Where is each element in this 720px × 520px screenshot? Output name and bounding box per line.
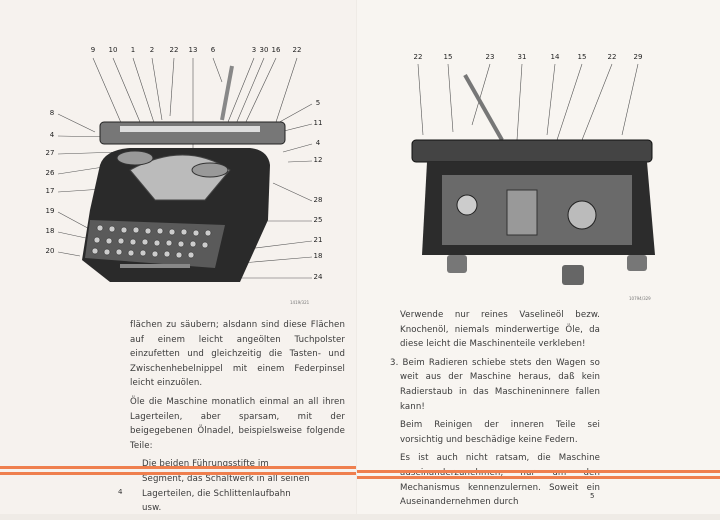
orange-rule bbox=[357, 476, 720, 479]
figure-label: 2 bbox=[149, 46, 155, 54]
figure-label: 22 bbox=[607, 53, 617, 61]
indented-list: Die beiden Führungsstifte im Segment, da… bbox=[142, 459, 310, 514]
left-page: 9 10 1 2 22 13 6 3 30 16 22 8 4 27 26 17… bbox=[0, 0, 356, 514]
figure-label: 28 bbox=[313, 196, 323, 204]
figure-label: 4 bbox=[49, 131, 55, 139]
figure-label: 6 bbox=[210, 46, 216, 54]
paragraph: 3. Beim Radieren schiebe stets den Wagen… bbox=[390, 357, 600, 412]
figure-label: 1 bbox=[130, 46, 136, 54]
figure-label: 24 bbox=[313, 273, 323, 281]
figure-label: 16 bbox=[271, 46, 281, 54]
typewriter-front-illustration bbox=[57, 57, 313, 282]
figure-label: 22 bbox=[169, 46, 179, 54]
figure-label: 18 bbox=[313, 252, 323, 260]
figure-label: 23 bbox=[485, 53, 495, 61]
figure-label: 4 bbox=[315, 139, 321, 147]
page-number: 5 bbox=[590, 492, 595, 500]
figure-label: 31 bbox=[517, 53, 527, 61]
figure-label: 19 bbox=[45, 207, 55, 215]
left-body-text: flächen zu säubern; alsdann sind diese F… bbox=[130, 318, 345, 520]
figure-label: 3 bbox=[251, 46, 257, 54]
typewriter-open-illustration bbox=[411, 63, 655, 285]
figure-label: 17 bbox=[45, 187, 55, 195]
figure-label: 12 bbox=[313, 156, 323, 164]
figure-label: 9 bbox=[90, 46, 96, 54]
figure-label: 10 bbox=[108, 46, 118, 54]
right-page: 22 15 23 31 14 15 22 29 10794/329 Verwen… bbox=[357, 0, 720, 514]
figure-label: 15 bbox=[443, 53, 453, 61]
figure-label: 5 bbox=[315, 99, 321, 107]
figure-label: 29 bbox=[633, 53, 643, 61]
figure-caption: 1419/321 bbox=[290, 300, 310, 305]
figure-label: 27 bbox=[45, 149, 55, 157]
page-number: 4 bbox=[118, 488, 123, 496]
paragraph: Verwende nur reines Vaselineöl bezw. Kno… bbox=[400, 310, 600, 350]
figure-label: 25 bbox=[313, 216, 323, 224]
figure-label: 11 bbox=[313, 119, 323, 127]
figure-label: 8 bbox=[49, 109, 55, 117]
figure-label: 20 bbox=[45, 247, 55, 255]
figure-label: 13 bbox=[188, 46, 198, 54]
figure-label: 22 bbox=[413, 53, 423, 61]
paragraph: Es ist auch nicht ratsam, die Maschine a… bbox=[400, 453, 600, 508]
figure-label: 14 bbox=[550, 53, 560, 61]
paragraph: Beim Reinigen der inneren Teile sei vors… bbox=[400, 420, 600, 445]
figure-caption: 10794/329 bbox=[629, 296, 651, 301]
figure-label: 30 bbox=[259, 46, 269, 54]
right-body-text: Verwende nur reines Vaselineöl bezw. Kno… bbox=[390, 308, 600, 514]
figure-label: 15 bbox=[577, 53, 587, 61]
figure-label: 21 bbox=[313, 236, 323, 244]
paragraph: flächen zu säubern; alsdann sind diese F… bbox=[130, 320, 345, 389]
orange-rule bbox=[0, 472, 356, 475]
figure-label: 22 bbox=[292, 46, 302, 54]
orange-rule bbox=[357, 470, 720, 473]
orange-rule bbox=[0, 466, 356, 469]
paragraph: Öle die Maschine monatlich einmal an all… bbox=[130, 396, 345, 451]
figure-label: 18 bbox=[45, 227, 55, 235]
figure-label: 26 bbox=[45, 169, 55, 177]
